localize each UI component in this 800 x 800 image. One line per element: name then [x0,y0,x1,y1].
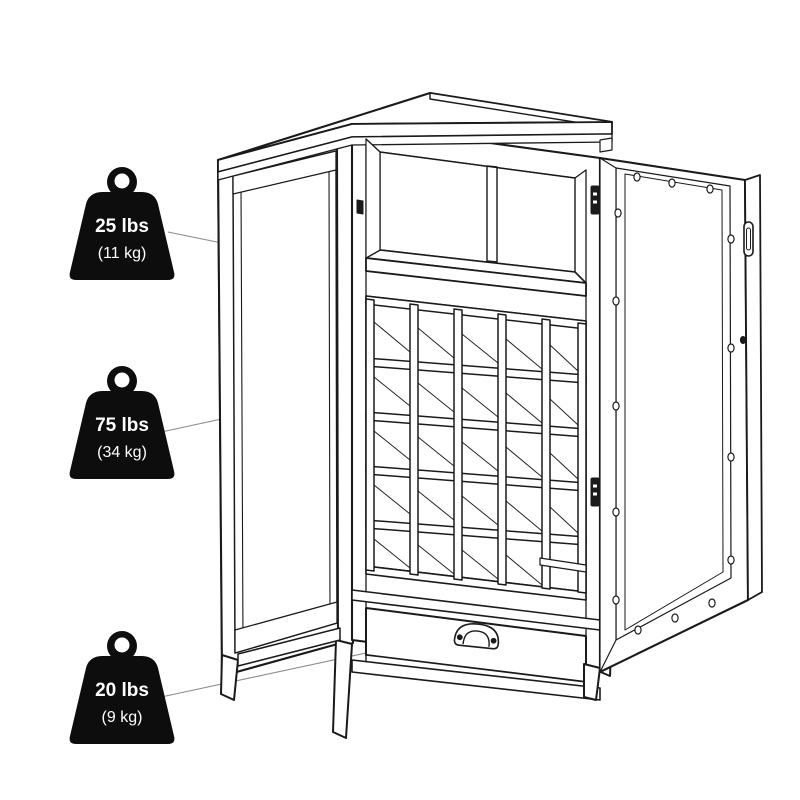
upper-open-shelf [365,138,587,297]
rack-cubby-depth-lines [373,321,579,586]
bottom-stretcher-left [237,627,341,667]
shelf-deck-edge [365,270,587,297]
callout-lbs-wine-rack: 75 lbs [95,415,149,436]
wine-cabinet [216,91,763,739]
front-left-stile [336,123,354,649]
left-side-panel [216,126,354,678]
callout-lbs-drawer: 20 lbs [95,680,149,701]
shelf-left-wall [365,138,381,259]
left-panel-rail-top [232,150,337,195]
door-panel-inner [624,173,724,631]
callout-kg-top-shelf: (11 kg) [98,245,147,262]
leg-front-left [332,639,353,739]
rack-vertical-dividers [365,298,587,594]
top-overhang-right [599,137,613,153]
door-hinges [590,185,600,507]
callout-badge-wine-rack: 75 lbs (34 kg) [69,366,175,479]
right-door-open[interactable] [356,156,763,674]
front-legs [220,627,601,739]
rack-back-rail [539,557,587,573]
door-catch [356,199,364,215]
drawer-bottom-rail [351,659,601,701]
door-handle[interactable] [743,221,754,257]
callout-kg-drawer: (9 kg) [102,709,143,726]
callout-badge-top-shelf: 25 lbs (11 kg) [69,167,175,280]
callout-badge-drawer: 20 lbs (9 kg) [69,631,175,744]
callout-lbs-top-shelf: 25 lbs [95,216,149,237]
top-panel [216,91,614,181]
wine-rack-grid [365,295,587,601]
left-panel-recess [240,163,331,644]
leg-front-right [583,663,601,701]
shelf-center-divider [486,165,498,263]
door-fastener-markers [612,172,747,635]
rack-horizontal-shelves [365,295,587,601]
leg-side-left-rear [220,654,239,701]
rack-outer [365,295,587,593]
rack-bottom-shelf [365,565,587,601]
door-outer-edge [744,174,763,601]
door-stile-left [599,157,617,673]
callout-kg-wine-rack: (34 kg) [97,444,147,461]
